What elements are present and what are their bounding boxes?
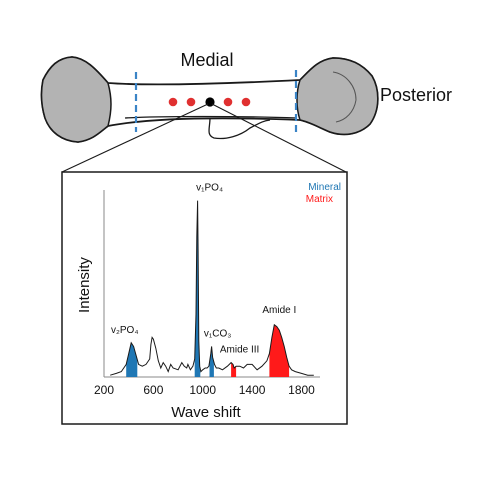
bone-trochanter-contour — [208, 117, 271, 140]
x-tick-label: 600 — [143, 383, 163, 397]
y-axis-label: Intensity — [76, 257, 93, 313]
x-axis-label: Wave shift — [171, 404, 241, 421]
legend-mineral: Mineral — [308, 182, 341, 193]
zoom-line-left — [61, 103, 209, 173]
x-tick-labels: 200 600 1000 1400 1800 — [94, 383, 315, 397]
spectrum-line — [110, 200, 314, 376]
sample-dot — [241, 97, 251, 107]
matrix-peak-fill — [269, 324, 290, 377]
legend-matrix: Matrix — [306, 194, 333, 205]
x-tick-label: 200 — [94, 383, 114, 397]
mineral-peak-fill — [194, 200, 201, 377]
x-tick-label: 1000 — [189, 383, 216, 397]
posterior-label: Posterior — [380, 85, 452, 105]
x-tick-label: 1800 — [288, 383, 315, 397]
bone-cortical-contour — [124, 115, 298, 119]
medial-label: Medial — [180, 50, 233, 70]
bone-fossa-curve — [332, 71, 357, 123]
bone-illustration — [40, 56, 379, 173]
peak-annotation: v₂PO₄ — [111, 325, 138, 336]
peak-annotation: Amide III — [220, 345, 259, 356]
mineral-peak-fill — [209, 346, 214, 377]
peak-annotation: v₁CO₃ — [204, 328, 231, 339]
bone-proximal-end — [296, 57, 379, 136]
spectrum-chart: 200 600 1000 1400 1800 v₂PO₄ v₁PO₄ v₁CO₃ Amide … — [94, 183, 320, 397]
peak-annotation: Amide I — [262, 305, 296, 316]
matrix-peak-fill — [231, 362, 237, 377]
x-tick-label: 1400 — [239, 383, 266, 397]
zoom-line-right — [211, 103, 347, 173]
peak-annotations: v₂PO₄ v₁PO₄ v₁CO₃ Amide III Amide I — [111, 183, 296, 356]
peak-annotation: v₁PO₄ — [196, 183, 223, 194]
sample-dot — [223, 97, 233, 107]
sample-dot — [168, 97, 178, 107]
sample-dot — [186, 97, 196, 107]
spectrum-panel — [61, 171, 348, 425]
bone-distal-end — [40, 56, 112, 143]
